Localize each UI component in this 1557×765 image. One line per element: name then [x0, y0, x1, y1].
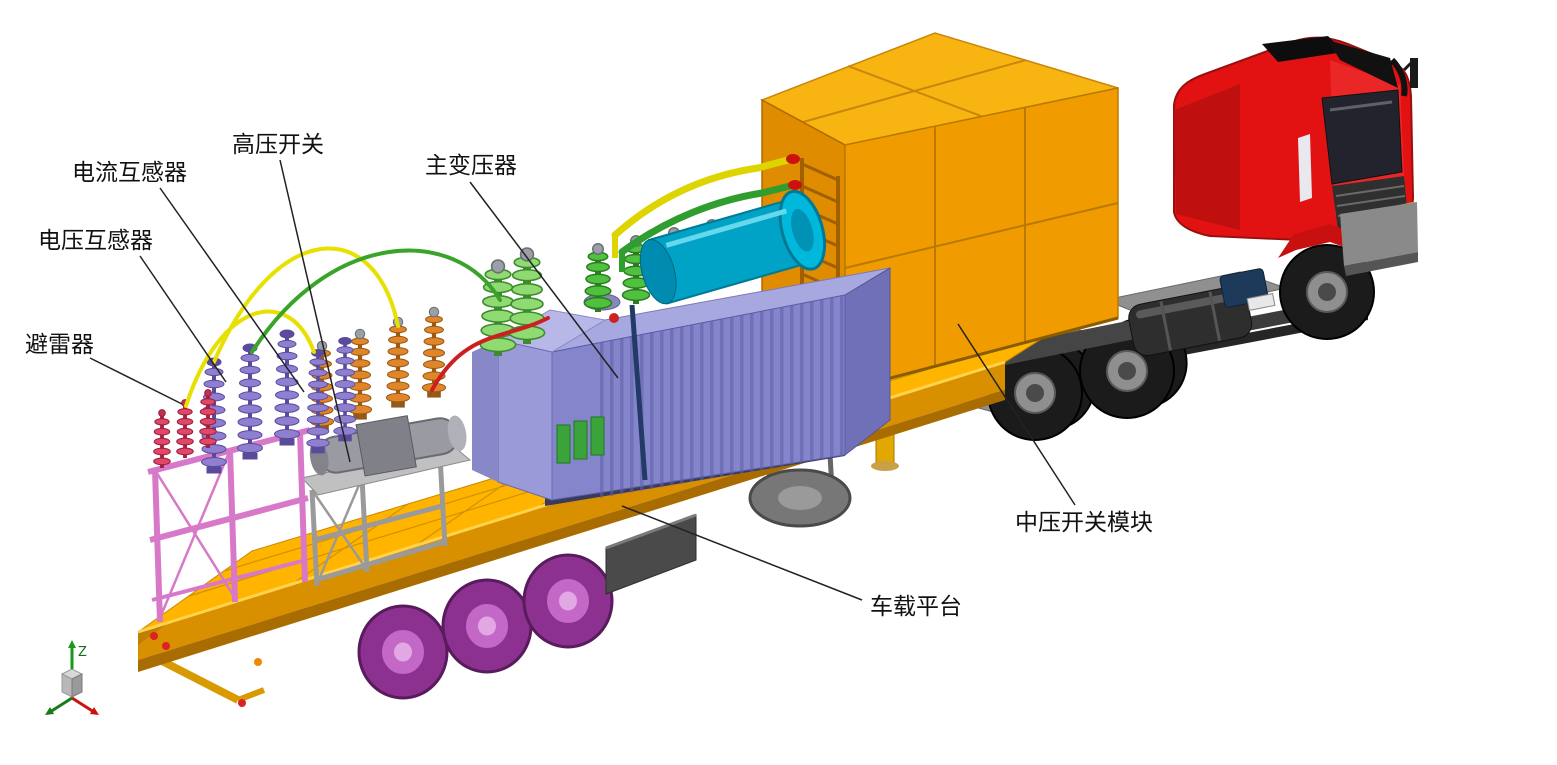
terminal-green — [590, 416, 605, 456]
label-voltage-transformer: 电压互感器 — [38, 228, 153, 254]
x-axis-arrowhead — [90, 707, 99, 715]
cab-roof-hatch — [1262, 36, 1344, 62]
leader-voltage-transformer — [139, 255, 227, 383]
toolbox-edge — [605, 513, 697, 550]
label-main-transformer: 主变压器 — [425, 153, 517, 179]
instrument-bay — [147, 328, 359, 623]
transformer-cabinet-side — [472, 340, 498, 482]
hv-switch-support-frame — [309, 455, 448, 587]
truck-logo-plate — [1246, 293, 1276, 311]
cable-green — [250, 248, 502, 354]
spare-support-hub — [778, 486, 822, 510]
y-axis-arrow — [49, 696, 73, 714]
leader-mv-switch-module — [957, 323, 1076, 506]
hv-switch — [301, 307, 472, 587]
cab-deflector-edge — [1389, 57, 1408, 97]
roof-seam — [847, 65, 982, 117]
deck-marker-light — [254, 658, 262, 666]
leader-lines — [89, 159, 1076, 601]
red-valve — [609, 313, 619, 323]
panel-seam — [844, 202, 1119, 269]
y-axis-arrowhead — [45, 707, 54, 715]
leader-arrester — [89, 357, 183, 405]
leader-current-transformer — [159, 187, 305, 393]
cab-mirror — [1410, 58, 1418, 88]
cab-mirror-arm — [1402, 60, 1414, 72]
cable-red — [430, 316, 550, 392]
rear-light — [238, 699, 246, 707]
truck-tractor — [958, 36, 1418, 441]
pipe-yellow — [611, 156, 792, 239]
cab-side-shade — [1174, 84, 1240, 230]
cooler-highlight — [665, 208, 788, 248]
pipe-green — [618, 182, 794, 256]
pipe-cap-red — [786, 154, 800, 164]
triad-cube-right — [71, 673, 83, 698]
down-pipe — [629, 304, 648, 481]
main-transformer — [472, 154, 891, 506]
transformer-cabinet-front — [497, 339, 553, 501]
z-axis-arrowhead — [68, 640, 76, 648]
x-axis-arrow — [71, 696, 95, 714]
jumper-cables — [184, 246, 550, 408]
windshield-reflection — [1329, 100, 1393, 112]
transformer-radiator-fins — [600, 295, 845, 498]
deck-seam — [293, 503, 409, 584]
axis-triad: Z — [45, 640, 99, 715]
under-deck-toolbox — [605, 514, 697, 595]
label-mv-switch-module: 中压开关模块 — [1015, 510, 1153, 536]
component-labels: 避雷器 电压互感器 电流互感器 高压开关 主变压器 中压开关模块 车载平台 — [25, 132, 1153, 620]
cable-yellow — [184, 309, 316, 408]
truck-fuel-tank — [1128, 285, 1253, 357]
front-bumper-lip — [1344, 252, 1418, 276]
label-platform: 车载平台 — [870, 594, 962, 620]
under-deck-equipment — [605, 429, 899, 595]
cab-door-trim — [1298, 134, 1312, 202]
front-bumper — [1340, 202, 1418, 266]
landing-leg-foot — [871, 461, 899, 471]
label-current-transformer: 电流互感器 — [72, 160, 187, 186]
label-arrester: 避雷器 — [25, 332, 94, 358]
z-axis-label: Z — [78, 645, 87, 660]
grille-slat — [1335, 185, 1405, 197]
deck-rear-light — [150, 632, 158, 640]
deck-rear-light — [162, 642, 170, 650]
trailer-underframe — [158, 656, 266, 707]
rear-underrun-foot — [236, 687, 266, 703]
terminal-green — [573, 420, 588, 460]
transformer-pipes — [611, 154, 802, 272]
cable-yellow — [212, 246, 400, 364]
transformer-cooler-cylinder — [639, 189, 827, 305]
truck-cab — [1173, 36, 1418, 276]
grille-slat — [1336, 195, 1406, 207]
rear-underrun-beam — [158, 656, 240, 704]
terminal-green — [556, 424, 571, 464]
current-transformer-insulators — [310, 307, 445, 431]
leader-hv-switch — [279, 159, 351, 463]
cab-windshield — [1321, 89, 1403, 185]
leader-platform — [621, 505, 863, 601]
cab-air-deflector — [1328, 40, 1398, 88]
leader-main-transformer — [469, 181, 619, 379]
label-hv-switch: 高压开关 — [232, 132, 324, 158]
pipe-cap-red — [788, 180, 802, 190]
